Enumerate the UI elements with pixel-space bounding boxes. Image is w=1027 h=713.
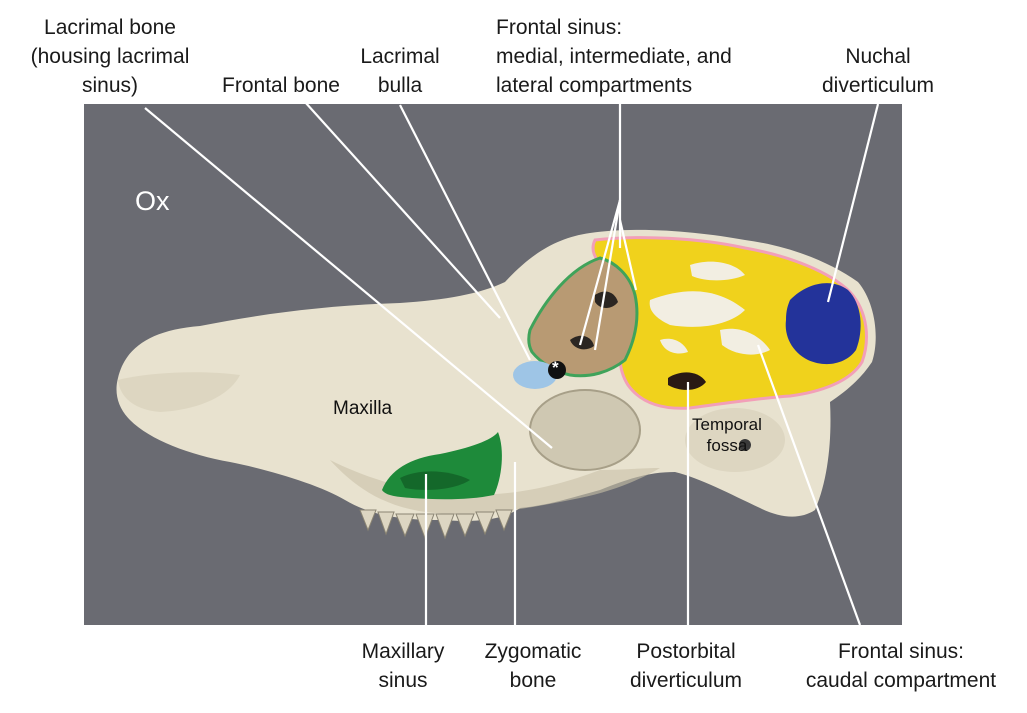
nuchal-diverticulum-region [785,283,861,365]
label-zygomatic-bone: Zygomatic bone [470,637,596,695]
label-postorbital-diverticulum-line-2: diverticulum [629,669,743,692]
temporal-fossa-hollow [685,408,785,472]
rostral-sinus-cavities [570,291,618,350]
leader-lines [144,101,880,626]
leader-frontal-sinus-lateral [618,219,638,291]
label-nuchal-diverticulum-line-1: Nuchal [845,45,911,68]
label-frontal-sinus-caudal-line-1: Frontal sinus: [837,640,965,663]
label-frontal-bone: Frontal bone [208,71,354,100]
label-maxillary-sinus-line-1: Maxillary [361,640,445,663]
label-nuchal-diverticulum: Nuchal diverticulum [808,42,948,100]
label-frontal-sinus-rostral-line-1: Frontal sinus: [496,16,623,39]
asterisk-label: * [552,358,559,377]
label-zygomatic-bone-line-2: bone [509,669,557,692]
species-label: Ox [135,186,170,216]
label-zygomatic-bone-line-1: Zygomatic [484,640,582,663]
label-nuchal-diverticulum-line-2: diverticulum [821,74,935,97]
leader-lacrimal-bone [144,107,553,449]
asterisk-marker [548,361,566,379]
temporal-fossa-label-line-1: Temporal [692,415,762,434]
leader-frontal-sinus-medial [578,199,622,346]
orbit [529,389,641,471]
label-postorbital-diverticulum-line-1: Postorbital [636,640,736,663]
skull-shadow [330,460,660,514]
temporal-foramen [739,439,751,451]
leader-nuchal-diverticulum [826,103,880,303]
label-lacrimal-bone-line-2: (housing lacrimal [30,45,190,68]
sinus-septa [649,261,770,355]
label-frontal-sinus-caudal-line-2: caudal compartment [805,669,997,692]
label-frontal-bone-line-1: Frontal bone [222,74,340,97]
leader-lacrimal-bulla [399,104,531,361]
maxillary-sinus-shadow [400,471,470,490]
leader-frontal-bone [304,101,501,319]
label-maxillary-sinus-line-2: sinus [378,669,428,692]
label-lacrimal-bone-line-1: Lacrimal bone [44,16,176,39]
label-lacrimal-bulla-line-1: Lacrimal [360,45,440,68]
lacrimal-bulla-region [513,361,557,389]
label-frontal-sinus-rostral-line-2: medial, intermediate, and [496,45,732,68]
leader-frontal-sinus-caudal [756,344,862,626]
temporal-fossa-label: Temporal fossa [692,414,762,456]
label-lacrimal-bone-line-3: sinus) [81,74,139,97]
label-frontal-sinus-rostral: Frontal sinus: medial, intermediate, and… [496,13,732,100]
label-postorbital-diverticulum: Postorbital diverticulum [616,637,756,695]
label-frontal-sinus-caudal: Frontal sinus: caudal compartment [782,637,1020,695]
frontal-sinus-rostral-compartments [527,256,639,378]
label-lacrimal-bulla-line-2: bulla [377,74,423,97]
label-frontal-sinus-rostral-line-3: lateral compartments [496,74,693,97]
premaxilla-shadow [118,372,240,412]
label-maxillary-sinus: Maxillary sinus [346,637,460,695]
maxilla-label: Maxilla [333,398,393,419]
temporal-fossa-label-line-2: fossa [706,436,748,455]
label-lacrimal-bone: Lacrimal bone (housing lacrimal sinus) [10,13,210,100]
label-lacrimal-bulla: Lacrimal bulla [350,42,450,100]
leader-frontal-sinus-intermediate [593,199,622,351]
postorbital-diverticulum-region [668,372,706,390]
